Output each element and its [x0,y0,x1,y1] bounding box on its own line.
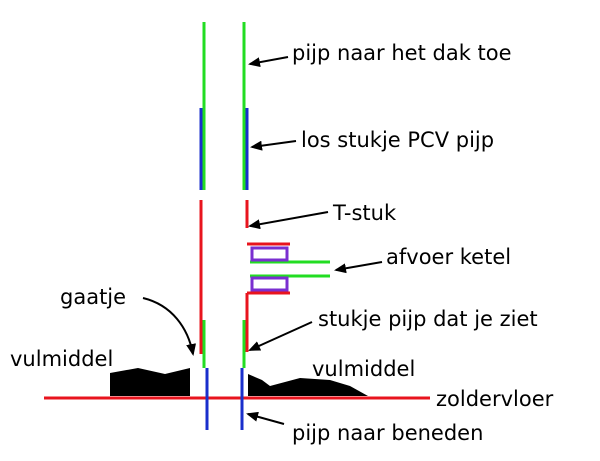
arrow-loose-pvc [250,140,297,151]
arrow-t-piece [248,211,329,230]
label-attic-floor: zoldervloer [436,387,554,411]
label-filler-left: vulmiddel [10,347,113,371]
filler-left-shape [110,368,190,396]
label-loose-pvc: los stukje PCV pijp [301,128,494,152]
label-t-piece: T-stuk [332,201,397,225]
label-filler-right: vulmiddel [312,357,415,381]
label-visible-pipe: stukje pijp dat je ziet [318,307,538,331]
arrow-visible-pipe [248,321,313,351]
label-small-hole: gaatje [60,285,126,309]
arrow-pipe-to-roof [248,56,289,68]
arrow-boiler-drain [334,261,383,274]
arrow-small-hole [142,297,197,356]
seal-ring-top [250,246,289,262]
label-boiler-drain: afvoer ketel [386,245,511,269]
seal-ring-bottom [250,276,289,292]
label-pipe-down: pijp naar beneden [292,421,483,445]
arrow-pipe-down [246,411,285,425]
label-pipe-to-roof: pijp naar het dak toe [292,41,512,65]
filler-right-shape [248,374,368,396]
